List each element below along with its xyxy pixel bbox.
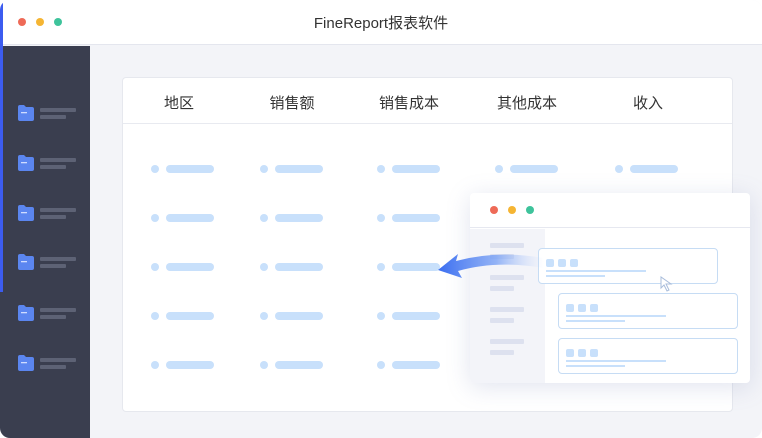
- folder-icon: [18, 355, 34, 371]
- minimize-button[interactable]: [36, 18, 44, 26]
- sidebar: [0, 46, 90, 438]
- cell-placeholder: [392, 361, 440, 369]
- cell-placeholder: [392, 263, 440, 271]
- cell-placeholder: [275, 165, 323, 173]
- column-header-income[interactable]: 收入: [632, 95, 663, 112]
- mini-minimize-dot: [508, 206, 516, 214]
- cell-placeholder: [166, 165, 214, 173]
- cell-placeholder: [166, 312, 214, 320]
- cell-placeholder: [275, 214, 323, 222]
- column-header-region[interactable]: 地区: [163, 95, 194, 112]
- cell-placeholder: [275, 361, 323, 369]
- folder-icon: [18, 155, 34, 171]
- cell-placeholder: [275, 263, 323, 271]
- cell-placeholder: [166, 361, 214, 369]
- mini-window: [470, 193, 750, 383]
- cell-dot: [260, 214, 268, 222]
- cell-dot: [151, 214, 159, 222]
- mini-card-3[interactable]: [558, 338, 738, 374]
- cell-dot: [495, 165, 503, 173]
- cell-dot: [260, 361, 268, 369]
- table-header: 地区 销售额 销售成本 其他成本 收入: [123, 78, 732, 124]
- cell-dot: [151, 312, 159, 320]
- folder-icon: [18, 254, 34, 270]
- cell-dot: [377, 165, 385, 173]
- cell-dot: [151, 165, 159, 173]
- close-button[interactable]: [18, 18, 26, 26]
- folder-icon: [18, 305, 34, 321]
- dragged-card[interactable]: [538, 248, 718, 284]
- window-title: FineReport报表软件: [313, 15, 449, 32]
- accent-edge: [0, 0, 3, 292]
- mini-card-2[interactable]: [558, 293, 738, 329]
- cell-placeholder: [392, 165, 440, 173]
- cell-dot: [377, 263, 385, 271]
- cell-placeholder: [630, 165, 678, 173]
- cell-placeholder: [510, 165, 558, 173]
- cell-dot: [377, 312, 385, 320]
- cell-dot: [151, 361, 159, 369]
- cell-placeholder: [392, 312, 440, 320]
- sidebar-item-5[interactable]: [18, 305, 78, 325]
- folder-icon: [18, 105, 34, 121]
- cell-placeholder: [392, 214, 440, 222]
- sidebar-item-1[interactable]: [18, 105, 78, 125]
- cell-placeholder: [166, 214, 214, 222]
- cell-placeholder: [166, 263, 214, 271]
- cursor-icon: [660, 276, 673, 292]
- cell-dot: [615, 165, 623, 173]
- maximize-button[interactable]: [54, 18, 62, 26]
- folder-icon: [18, 205, 34, 221]
- cell-dot: [260, 263, 268, 271]
- cell-placeholder: [275, 312, 323, 320]
- mini-close-dot: [490, 206, 498, 214]
- drag-arrow-icon: [438, 254, 544, 278]
- column-header-sales-cost[interactable]: 销售成本: [378, 95, 439, 112]
- title-bar: FineReport报表软件: [0, 0, 762, 45]
- column-header-sales[interactable]: 销售额: [269, 95, 315, 112]
- cell-dot: [377, 361, 385, 369]
- sidebar-item-2[interactable]: [18, 155, 78, 175]
- cell-dot: [151, 263, 159, 271]
- mini-title-bar: [470, 193, 750, 228]
- cell-dot: [260, 165, 268, 173]
- sidebar-item-3[interactable]: [18, 205, 78, 225]
- mini-maximize-dot: [526, 206, 534, 214]
- sidebar-item-6[interactable]: [18, 355, 78, 375]
- cell-dot: [377, 214, 385, 222]
- cell-dot: [260, 312, 268, 320]
- sidebar-item-4[interactable]: [18, 254, 78, 274]
- column-header-other-cost[interactable]: 其他成本: [496, 95, 557, 112]
